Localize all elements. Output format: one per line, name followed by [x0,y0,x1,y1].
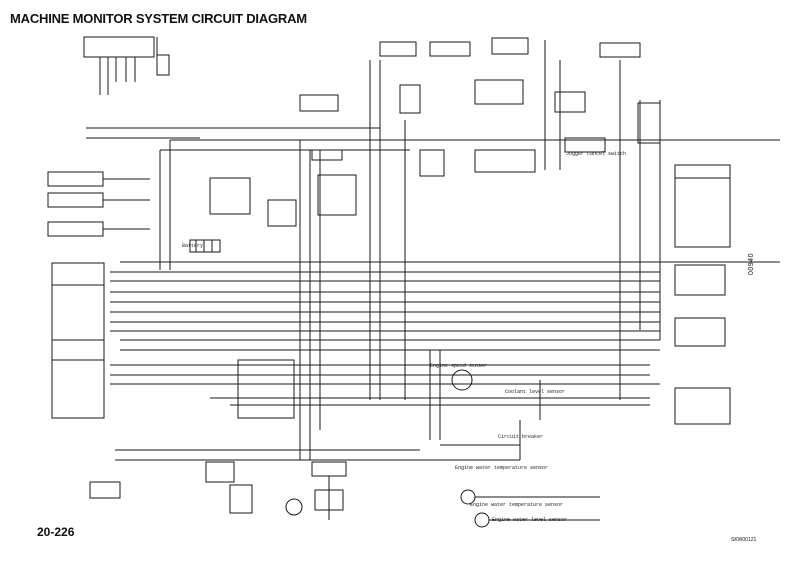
connector-top-right-a [399,84,421,114]
fuse-block [267,199,297,227]
engine-speed-sensor-symbol [451,369,473,391]
battery-label: Battery [182,243,204,249]
connector-mid [311,149,343,161]
relay-connector [317,174,357,216]
bottom-switch-b [229,484,253,514]
sensor-connector-2 [47,192,104,208]
pump-controller-connector [674,264,726,296]
page-number: 20-226 [37,525,75,539]
water-level-sensor-symbol [474,512,490,528]
switch-box-3 [491,37,529,55]
connector-top-center [299,94,339,112]
starting-switch-block [83,36,155,58]
circuit-breaker-label: Circuit breaker [498,434,544,440]
bottom-connector [311,461,347,477]
water-temp-sensor-2-label: Engine water temperature sensor [455,465,549,471]
battery-symbol [189,239,221,253]
relay-block [209,177,251,215]
engine-controller-connector [674,387,731,425]
engine-speed-sensor-label: Engine speed sensor [430,363,488,369]
relay-s3 [554,91,586,113]
side-code: 00940 [748,253,755,275]
connector-center-right [419,149,445,177]
jogger-cancel-label: Jogger cancel switch [566,151,627,157]
buzzer-symbol [285,498,303,516]
water-level-sensor-label: Engine water level sensor [492,517,568,523]
bottom-fuse [314,489,344,511]
sensor-connector-1 [47,171,104,187]
figure-id: SKW00121 [731,537,757,543]
switch-box-4 [599,42,641,58]
switch-box-2 [429,41,471,57]
reduction-relay [474,79,524,105]
page-title: MACHINE MONITOR SYSTEM CIRCUIT DIAGRAM [10,11,307,26]
water-temp-sensor-label: Engine water temperature sensor [470,502,564,508]
bottom-left-connector [89,481,121,499]
connector-right-b [474,149,536,173]
bottom-relay-block [237,359,295,419]
switch-box-1 [379,41,417,57]
jogger-cancel-switch [564,137,606,153]
machine-controller-connector [674,164,731,248]
controller-connector-2 [674,317,726,347]
bottom-switch-a [205,461,235,483]
sensor-connector-3 [47,221,104,237]
connector-right-a [637,102,661,144]
coolant-level-sensor-label: Coolant level sensor [505,389,566,395]
